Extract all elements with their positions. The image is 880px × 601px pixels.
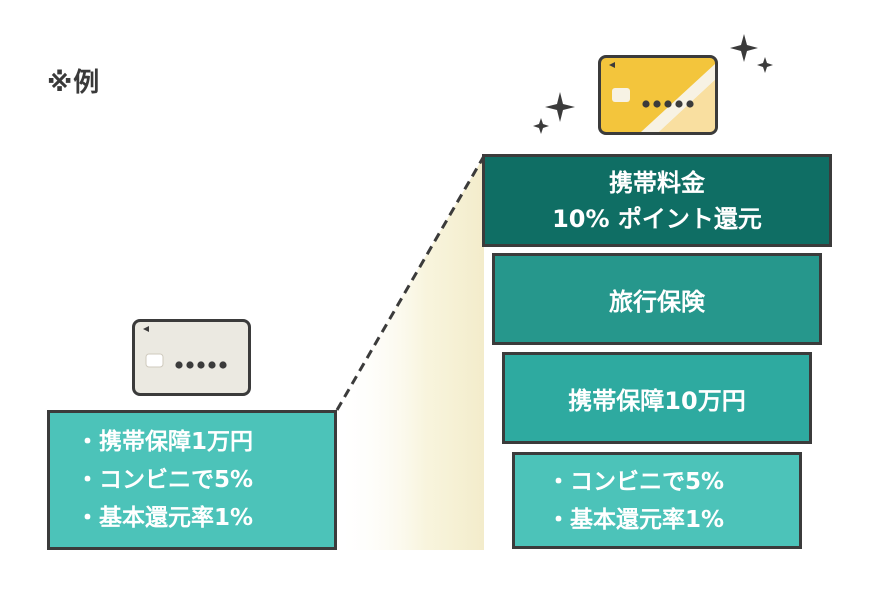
sparkle-icon [533, 34, 773, 134]
tier-travel-label: 旅行保険 [609, 287, 705, 316]
basic-card-icon [132, 319, 251, 396]
dashed-connector [335, 155, 486, 411]
tier-basic-convenience: ・コンビニで5% [547, 468, 725, 495]
basic-card-benefits: ・携帯保障1万円 ・コンビニで5% ・基本還元率1% [47, 410, 337, 550]
tier-phone-label: 携帯保障10万円 [568, 386, 746, 415]
tier-phone-bill-reward: 携帯料金 10% ポイント還元 [482, 154, 832, 247]
glow-area [337, 156, 484, 550]
benefit-convenience-store: ・コンビニで5% [76, 467, 254, 493]
example-label: ※例 [47, 68, 101, 98]
tier-basic-rate: ・基本還元率1% [547, 506, 725, 533]
tier-top-line1: 携帯料金 [609, 168, 705, 197]
benefit-phone-coverage: ・携帯保障1万円 [76, 429, 254, 455]
benefit-base-rate: ・基本還元率1% [76, 505, 254, 531]
tier-travel-insurance: 旅行保険 [492, 253, 822, 345]
tier-basic-benefits: ・コンビニで5% ・基本還元率1% [512, 452, 802, 549]
tier-top-line2: 10% ポイント還元 [552, 204, 762, 233]
tier-phone-coverage: 携帯保障10万円 [502, 352, 812, 444]
premium-card-icon [598, 55, 718, 135]
